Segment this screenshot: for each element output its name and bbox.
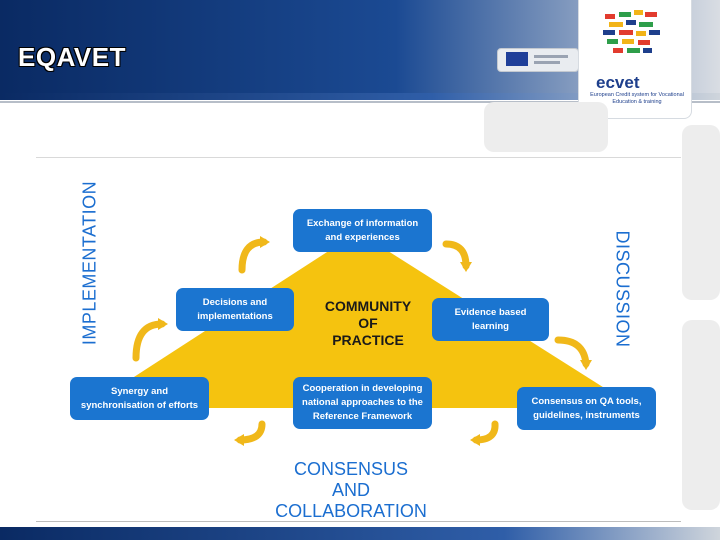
background-watermark [484, 102, 608, 152]
box-exchange-of-information: Exchange of information and experiences [293, 209, 432, 252]
community-of-practice-diagram: Exchange of information and experiences … [36, 157, 681, 522]
eu-logo-text [534, 61, 560, 64]
box-decisions-and-implementations: Decisions and implementations [176, 288, 294, 331]
ecvet-mosaic-icon [603, 10, 660, 53]
footer-bar [0, 527, 720, 540]
diagram-graphics [86, 232, 636, 446]
header-stripe [0, 93, 720, 100]
triangle-shape [86, 232, 636, 408]
side-label-implementation: IMPLEMENTATION [79, 180, 100, 346]
cycle-arrow [132, 320, 166, 362]
ecvet-logo [578, 0, 692, 119]
side-label-discussion: DISCUSSION [612, 230, 633, 348]
eu-flag-icon [506, 52, 528, 66]
page-title: EQAVET [18, 42, 126, 72]
background-watermark [682, 125, 720, 300]
box-synergy-and-synchronisation: Synergy and synchronisation of efforts [70, 377, 209, 420]
ecvet-logo-text: ecvet [596, 73, 640, 92]
box-consensus-on-qa-tools: Consensus on QA tools, guidelines, instr… [517, 387, 656, 430]
background-watermark [682, 320, 720, 510]
side-label-consensus: CONSENSUS AND COLLABORATION [275, 459, 427, 521]
header-divider [0, 101, 720, 103]
ecvet-tagline: European Credit system for Vocational Ed… [590, 92, 684, 105]
eu-logo-text [534, 55, 568, 58]
box-evidence-based-learning: Evidence based learning [432, 298, 549, 341]
center-label: COMMUNITY OF PRACTICE [324, 298, 412, 348]
box-cooperation-in-developing: Cooperation in developing national appro… [293, 377, 432, 429]
